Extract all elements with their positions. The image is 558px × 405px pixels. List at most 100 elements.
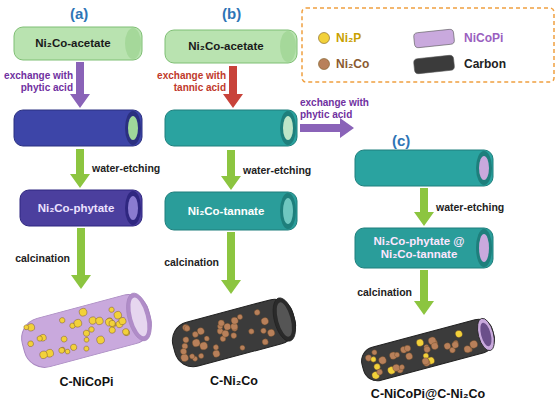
tube-core [283, 198, 293, 224]
tube-core [479, 234, 489, 262]
particle-dot [108, 326, 116, 334]
tube-core [128, 116, 138, 140]
particle-dot [122, 328, 130, 336]
tube-core [274, 301, 295, 338]
exchanged-tube [355, 150, 493, 186]
precursor-tube: Ni₂Co-acetate [14, 27, 142, 60]
process-arrow [223, 66, 243, 108]
particle-dot [394, 352, 400, 358]
calcination-arrow [420, 270, 428, 301]
particle-dot [239, 345, 245, 351]
tube-end [280, 111, 296, 145]
calcination-arrow [77, 228, 85, 275]
process-arrow [300, 118, 354, 138]
process-arrow [70, 149, 90, 188]
precursor-tube: Ni₂Co-tannate [165, 192, 297, 230]
tube-end [476, 151, 492, 185]
tube-body [14, 110, 142, 146]
product-tube: C-NiCoPi@C-Ni₂Co [353, 316, 503, 384]
tube-end [280, 193, 296, 229]
particle-dot [118, 317, 127, 326]
particle-dot [431, 342, 439, 350]
tube-end [280, 31, 296, 62]
step-label: water-etching [92, 162, 172, 175]
particle-dot [378, 356, 387, 365]
particle-dot [108, 306, 114, 312]
exchanged-tube [165, 110, 297, 146]
particle-dot [260, 327, 267, 334]
tube-end [125, 111, 141, 145]
particle-dot [262, 338, 269, 345]
legend-frame [302, 8, 554, 82]
particle-dot [60, 335, 67, 342]
calcined-tube [358, 316, 497, 384]
tube-body [17, 290, 156, 372]
tube-label: Ni₂Co-phytate @ Ni₂Co-tannate [355, 228, 493, 268]
particle-dot [36, 335, 43, 342]
process-arrow [414, 188, 434, 226]
particle-dot [83, 345, 89, 351]
tube-end [474, 316, 497, 352]
process-arrow [221, 150, 241, 190]
tube-outline [165, 295, 303, 371]
particle-dot [371, 349, 377, 355]
tube-body [168, 295, 300, 371]
particle-dot [59, 317, 66, 324]
tube-core [479, 156, 489, 180]
product-label: C-Ni₂Co [155, 373, 313, 389]
particle-dot [212, 349, 221, 358]
particle-dot [88, 326, 95, 333]
tube-body [355, 150, 493, 186]
tube-label: Ni₂Co-tannate [165, 192, 297, 230]
particle-dot [230, 332, 237, 339]
legend-text: Ni₂P [336, 31, 361, 45]
tube-body [358, 316, 497, 384]
particle-dot [23, 324, 29, 330]
particle-dot [443, 342, 451, 350]
particle-dot [370, 356, 377, 363]
precursor-tube: Ni₂Co-phytate [20, 190, 142, 226]
particle-dot [189, 353, 195, 359]
tube-outline [353, 316, 503, 384]
tube-end [122, 290, 156, 343]
particle-dot [451, 341, 459, 349]
tube-body [165, 192, 297, 230]
particle-dot [84, 337, 90, 343]
legend-text: NiCoPi [464, 31, 503, 45]
legend-swatch [413, 55, 454, 74]
tube-core [478, 322, 494, 348]
legend-text: Carbon [464, 57, 506, 71]
tube-label: Ni₂Co-acetate [165, 30, 297, 63]
step-label: water-etching [243, 164, 323, 177]
particle-dot [230, 316, 239, 325]
legend-swatch [319, 59, 330, 70]
panel-letter: (a) [70, 5, 110, 22]
precursor-tube: Ni₂Co-acetate [165, 30, 297, 63]
exchanged-tube [14, 110, 142, 146]
product-tube: C-NiCoPi [14, 290, 159, 372]
edge-label: calcination [0, 252, 70, 264]
particle-dot [73, 319, 82, 328]
step-label: exchange with tannic acid [154, 70, 226, 94]
tube-body [165, 110, 297, 146]
step-label: exchange with phytic acid [300, 97, 382, 121]
tube-body [165, 30, 297, 63]
particle-dot [199, 341, 208, 350]
tube-core [128, 196, 138, 220]
tube-label: Ni₂Co-acetate [14, 27, 142, 60]
tube-end [269, 295, 300, 343]
calcined-tube [168, 295, 300, 371]
particle-dot [78, 308, 87, 317]
particle-dot [180, 348, 188, 356]
particle-dot [217, 319, 225, 327]
particle-dot [455, 330, 464, 339]
tube-end [476, 229, 492, 267]
tube-body [20, 190, 142, 226]
particle-dot [421, 357, 429, 365]
tube-end [125, 191, 141, 225]
particle-dot [213, 344, 220, 351]
particle-dot [95, 316, 104, 325]
edge-label: calcination [149, 256, 219, 268]
particle-dot [204, 335, 210, 341]
